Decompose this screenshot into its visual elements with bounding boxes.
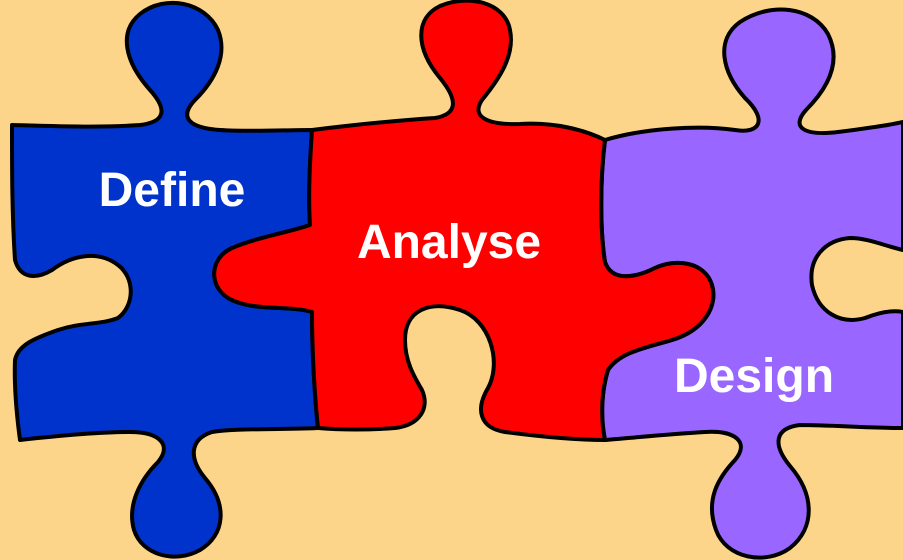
piece-label-analyse: Analyse (357, 216, 541, 269)
piece-label-define: Define (99, 164, 246, 217)
puzzle-piece-define (10, 0, 320, 559)
puzzle-piece-analyse (212, 0, 716, 442)
piece-label-design: Design (674, 350, 834, 403)
